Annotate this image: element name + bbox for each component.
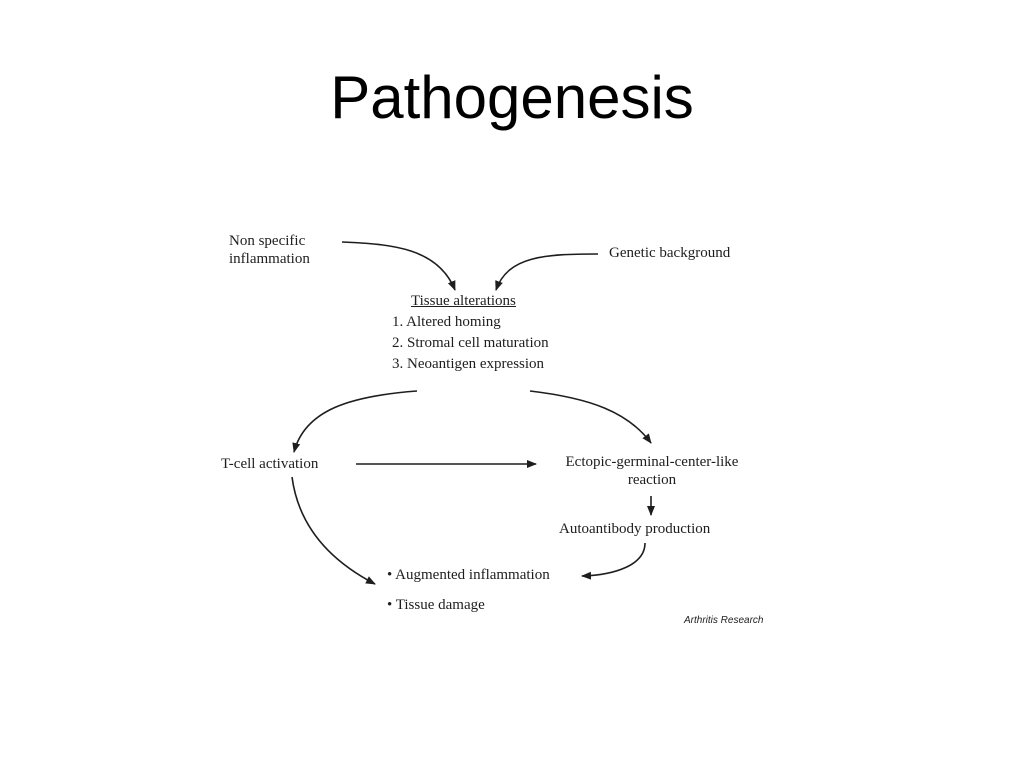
node-tissue-alterations: Tissue alterations 1. Altered homing 2. … [392,292,549,373]
edge-nonspecific-to-tissue [341,241,456,291]
edge-autoantibody-to-outcomes [581,542,646,580]
edge-tissue-to-ectopic [529,390,652,444]
node-non-specific-inflammation: Non specific inflammation [229,232,310,268]
node-genetic-background: Genetic background [609,244,730,262]
node-ectopic-reaction: Ectopic-germinal-center-like reaction [548,453,756,489]
node-ectopic-reaction-line-2: reaction [627,472,677,488]
node-genetic-background-label: Genetic background [609,245,731,261]
node-ectopic-reaction-line-1: Ectopic-germinal-center-like [565,454,739,470]
outcome-item: • Augmented inflammation [387,567,550,583]
tissue-alterations-item: 3. Neoantigen expression [392,356,545,372]
tissue-alterations-item: 2. Stromal cell maturation [392,335,549,351]
node-t-cell-activation: T-cell activation [221,455,318,473]
edge-genetic-to-tissue [495,253,599,291]
tissue-alterations-heading: Tissue alterations [411,293,516,309]
node-t-cell-activation-label: T-cell activation [221,456,319,472]
node-non-specific-inflammation-line-1: Non specific [229,233,306,249]
edge-tcell-to-outcomes [291,476,376,585]
slide-title: Pathogenesis [330,64,694,131]
source-credit: Arthritis Research [684,615,764,626]
node-autoantibody-production: Autoantibody production [559,520,710,538]
node-outcomes: • Augmented inflammation • Tissue damage [387,566,550,614]
edge-tissue-to-tcell [292,390,418,453]
node-autoantibody-production-label: Autoantibody production [559,521,711,537]
outcome-item: • Tissue damage [387,597,485,613]
node-non-specific-inflammation-line-2: inflammation [229,251,310,267]
tissue-alterations-item: 1. Altered homing [392,314,501,330]
